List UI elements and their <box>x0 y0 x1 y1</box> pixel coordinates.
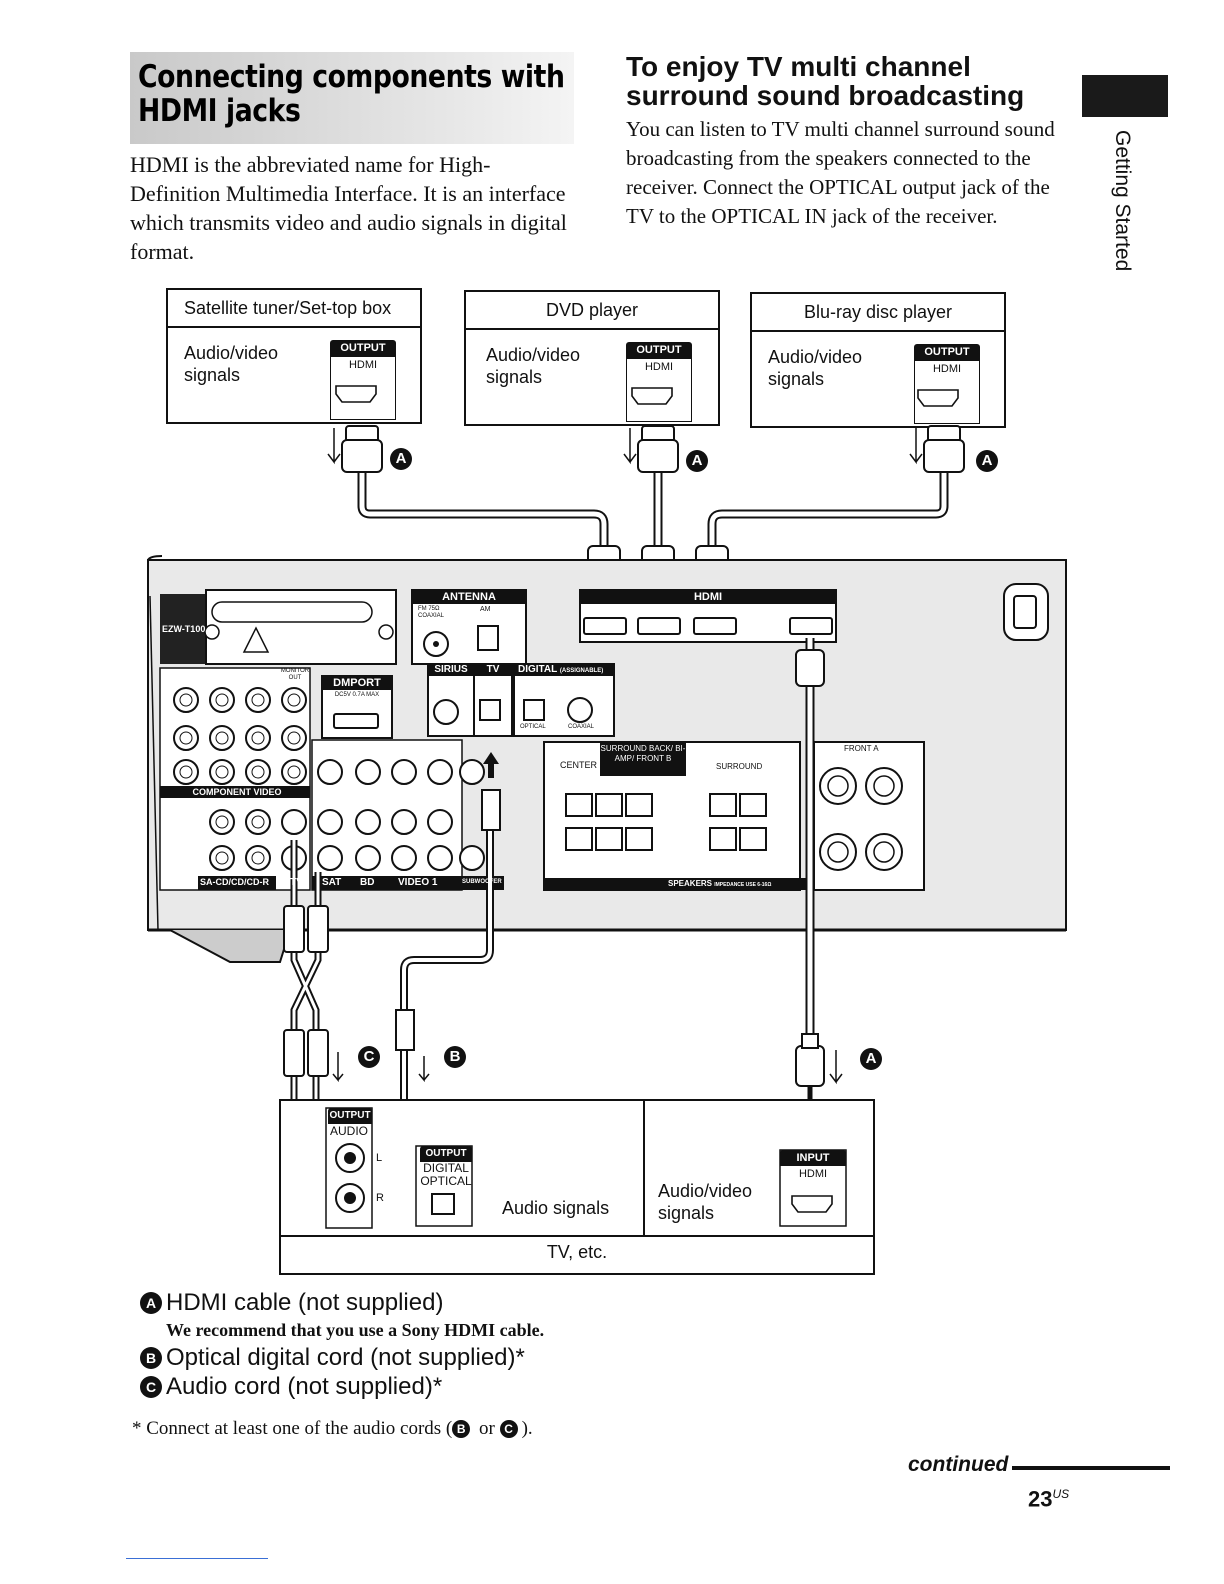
hdmi-port-shape <box>631 387 673 405</box>
tv-audio-signals-label: Audio signals <box>502 1198 610 1218</box>
footnote-b-icon: B <box>452 1420 471 1438</box>
optical-label: OPTICAL <box>520 724 546 730</box>
legend-b-icon: B <box>140 1347 162 1369</box>
output-badge: OUTPUT <box>626 342 692 358</box>
legend-c-icon: C <box>140 1376 162 1398</box>
tv-audio-output-badge: OUTPUT <box>328 1108 372 1124</box>
device-name: DVD player <box>466 292 718 330</box>
sirius-label: SIRIUS <box>434 664 468 675</box>
tv-input-port-label: HDMI <box>798 1168 828 1180</box>
surround-label: SURROUND <box>716 762 763 771</box>
continued-rule <box>1012 1466 1170 1470</box>
antenna-fm-label: FM 75Ω COAXIAL <box>418 606 445 619</box>
tv-audio-l-label: L <box>376 1152 383 1164</box>
bd-label: BD <box>360 877 375 888</box>
center-label: CENTER <box>560 760 598 770</box>
page-number: 23US <box>1028 1486 1070 1512</box>
sat-label: SAT <box>322 877 342 888</box>
tv-surround-title-line1: To enjoy TV multi channel <box>626 51 971 82</box>
tv-surround-title-line2: surround sound broadcasting <box>626 80 1025 111</box>
front-a-label: FRONT A <box>844 744 879 753</box>
legend-a-icon: A <box>140 1292 162 1314</box>
sa-cd-label: SA-CD/CD/CD-R <box>200 877 269 887</box>
output-badge: OUTPUT <box>914 344 980 360</box>
digital-label: DIGITAL (ASSIGNABLE) <box>518 664 604 675</box>
tv-surround-body: You can listen to TV multi channel surro… <box>626 117 1055 228</box>
bottom-link-line <box>126 1558 268 1559</box>
chapter-tab <box>1082 75 1168 117</box>
device-name: Satellite tuner/Set-top box <box>168 290 420 328</box>
cable-marker-a: A <box>390 448 412 470</box>
tv-input-label: TV <box>486 664 500 675</box>
tv-audio-label: TV <box>290 877 303 888</box>
surround-back-label: SURROUND BACK/ BI-AMP/ FRONT B <box>600 744 686 763</box>
video1-label: VIDEO 1 <box>398 877 438 888</box>
cable-marker-a: A <box>686 450 708 472</box>
cable-marker-c: C <box>358 1046 380 1068</box>
tv-digital-output-badge: OUTPUT <box>420 1146 472 1162</box>
footnote: * Connect at least one of the audio cord… <box>132 1418 533 1439</box>
coaxial-label: COAXIAL <box>568 724 595 730</box>
section-heading: Connecting components with HDMI jacks <box>138 60 565 128</box>
section-heading-line1: Connecting components with <box>138 59 565 95</box>
speakers-label: SPEAKERS IMPEDANCE USE 6-16Ω <box>668 879 772 888</box>
tv-input-badge: INPUT <box>780 1150 846 1166</box>
intro-paragraph: HDMI is the abbreviated name for High-De… <box>130 152 567 264</box>
hdmi-panel-label: HDMI <box>693 591 723 603</box>
antenna-am-label: AM <box>480 606 491 613</box>
subwoofer-label: SUBWOOFER <box>462 879 502 885</box>
tv-audio-label: AUDIO <box>330 1124 369 1138</box>
component-video-label: COMPONENT VIDEO <box>192 787 282 797</box>
cable-marker-a: A <box>860 1048 882 1070</box>
footnote-c-icon: C <box>499 1420 518 1438</box>
hdmi-port-label: HDMI <box>626 358 692 422</box>
antenna-label: ANTENNA <box>442 591 496 603</box>
cable-marker-b: B <box>444 1046 466 1068</box>
device-name: Blu-ray disc player <box>752 294 1004 332</box>
section-heading-box <box>130 52 574 144</box>
section-heading-line2: HDMI jacks <box>138 93 301 129</box>
hdmi-port-shape <box>917 389 959 407</box>
tv-surround-title: To enjoy TV multi channel surround sound… <box>626 52 1024 110</box>
tv-name-label: TV, etc. <box>546 1242 608 1262</box>
output-badge: OUTPUT <box>330 340 396 356</box>
hdmi-port-shape <box>335 385 377 403</box>
hdmi-port-label: HDMI <box>330 356 396 420</box>
tv-audio-r-label: R <box>376 1192 384 1204</box>
legend-item-a-note: We recommend that you use a Sony HDMI ca… <box>166 1320 545 1340</box>
cable-marker-a: A <box>976 450 998 472</box>
hdmi-port-label: HDMI <box>914 360 980 424</box>
dmport-spec: DC5V 0.7A MAX <box>334 692 380 698</box>
dmport-label: DMPORT <box>333 677 381 689</box>
continued-label: continued <box>908 1453 1009 1476</box>
model-label: EZW-T100 <box>162 624 206 634</box>
monitor-out-label: MONITOR OUT <box>280 668 310 681</box>
